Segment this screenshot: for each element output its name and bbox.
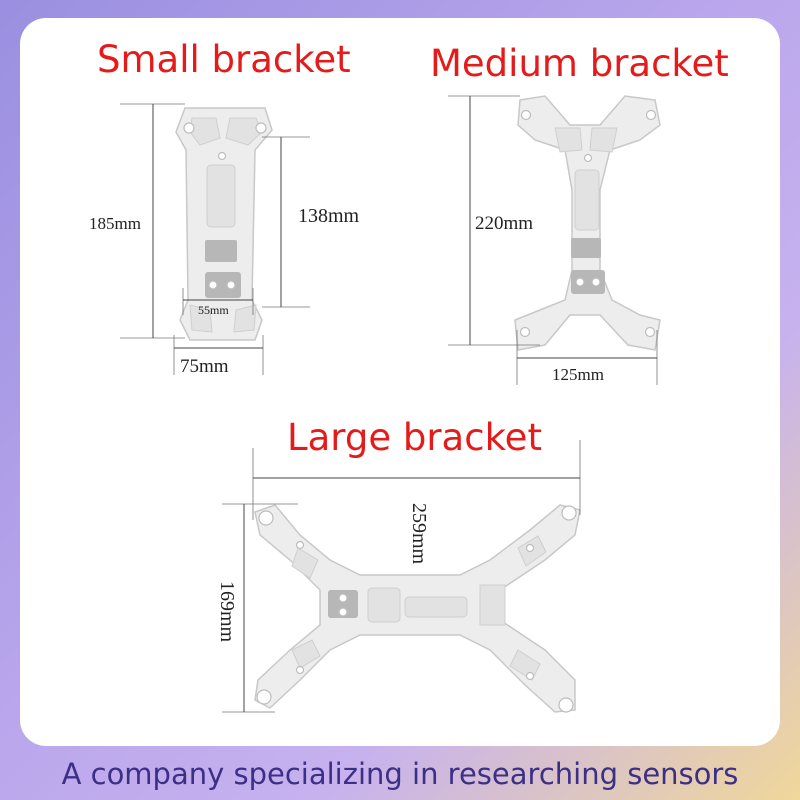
medium-bracket-title: Medium bracket (430, 42, 729, 85)
large-height-label: 169mm (216, 580, 239, 643)
large-bracket-title: Large bracket (287, 416, 542, 459)
company-tagline: A company specializing in researching se… (61, 757, 739, 791)
small-width-label: 75mm (180, 356, 229, 377)
small-inner-width-label: 55mm (198, 303, 229, 317)
small-hole-span-label: 138mm (298, 205, 360, 227)
medium-width-label: 125mm (552, 365, 604, 384)
medium-bracket (514, 95, 661, 351)
large-width-label: 259mm (408, 502, 431, 565)
medium-height-label: 220mm (475, 213, 534, 234)
small-bracket-title: Small bracket (97, 38, 351, 81)
large-bracket (254, 504, 581, 713)
small-bracket (175, 107, 273, 341)
small-height-label: 185mm (89, 214, 141, 233)
